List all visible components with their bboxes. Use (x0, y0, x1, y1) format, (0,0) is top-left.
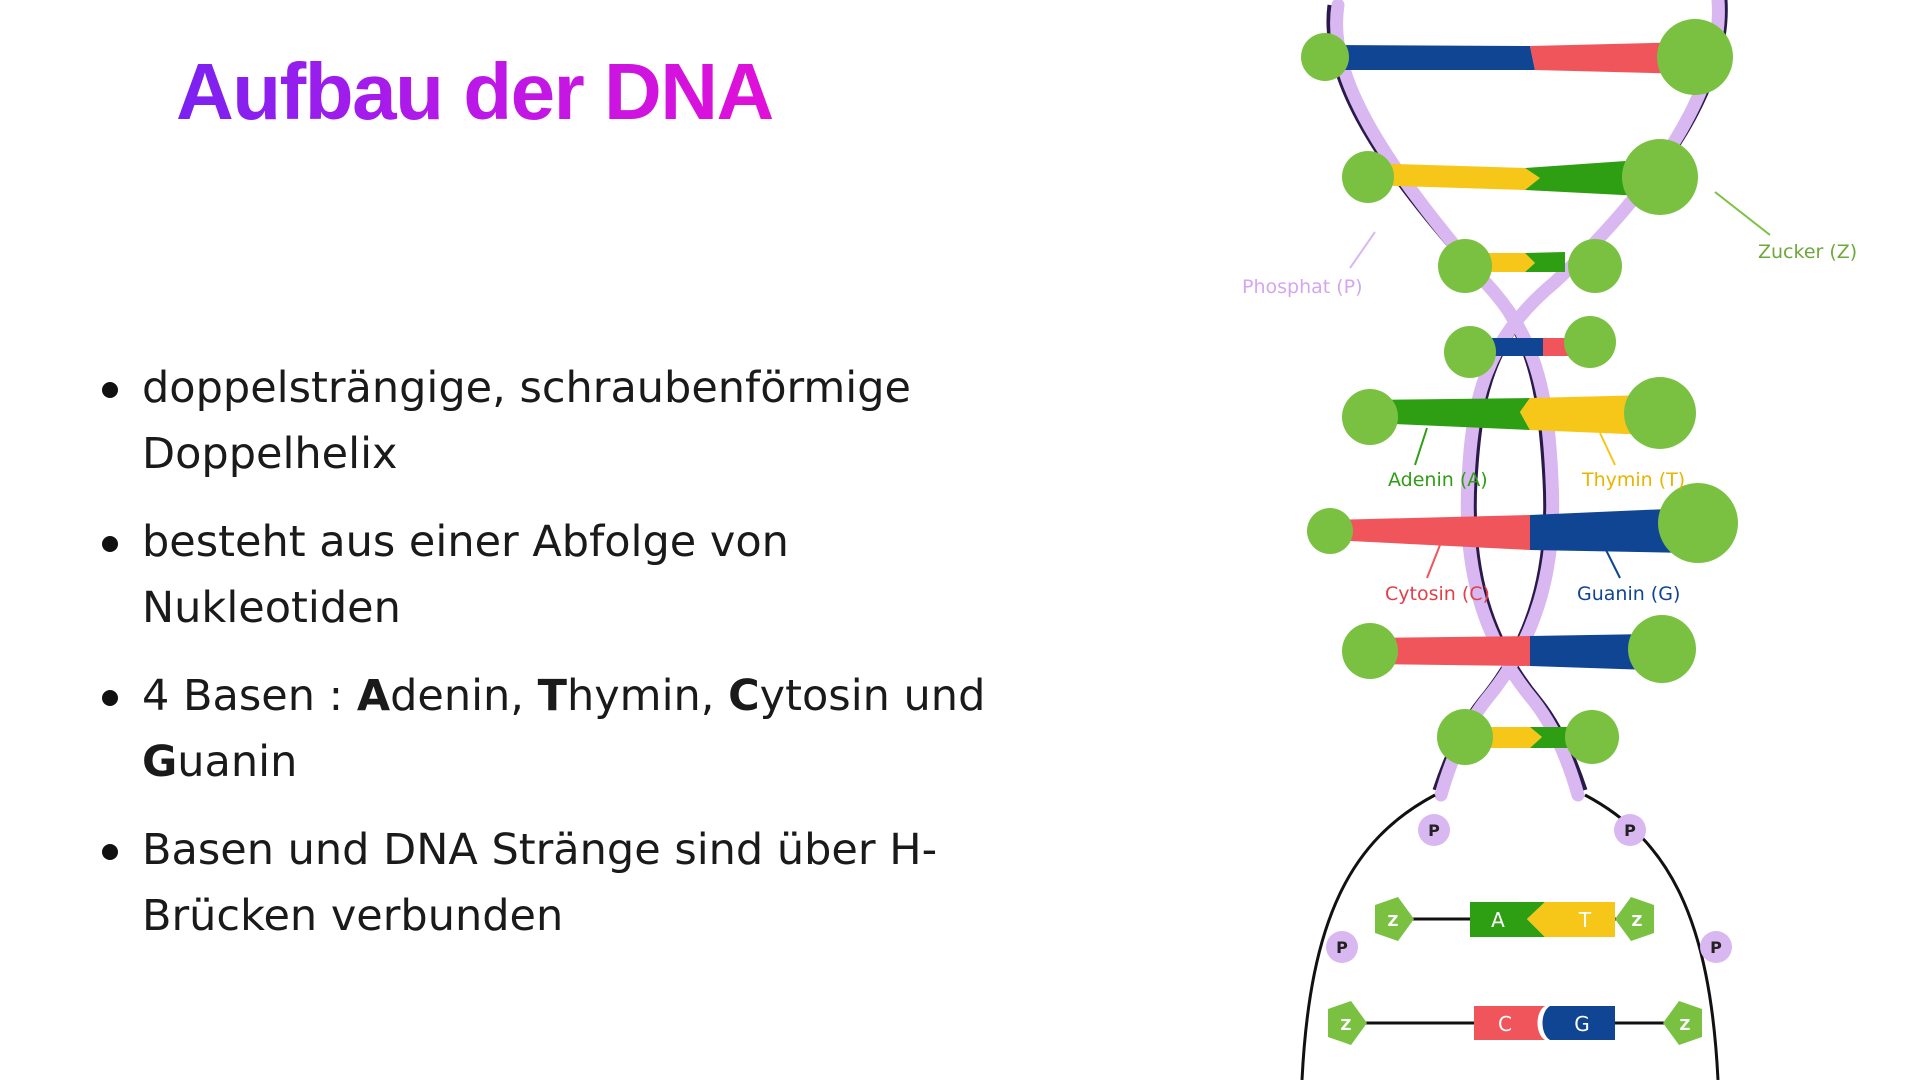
phosphate-letter: P (1710, 938, 1722, 957)
base-pair-row-8 (1488, 727, 1575, 748)
base-pair-row-6 (1330, 508, 1690, 553)
sugar-letter: Z (1341, 1016, 1352, 1034)
cytosine-label: Cytosin (C) (1385, 583, 1490, 605)
bullet-text: Basen und DNA Stränge sind über H-Brücke… (142, 825, 938, 941)
bullet-item: doppelsträngige, schraubenförmige Doppel… (96, 355, 996, 487)
bullet-text: 4 Basen : (142, 671, 357, 721)
base-pair-at: A T (1470, 902, 1615, 937)
phosphate-letter: P (1624, 821, 1636, 840)
bullet-list: doppelsträngige, schraubenförmige Doppel… (96, 355, 996, 971)
adenine-label: Adenin (A) (1388, 469, 1488, 491)
base-pair-row-2 (1365, 160, 1642, 196)
page-title: Aufbau der DNA (176, 47, 774, 136)
guanine-label: Guanin (G) (1577, 583, 1680, 605)
adenine-letter: A (1491, 908, 1505, 932)
sugar-pentagon: Z (1615, 897, 1654, 941)
bullet-text: besteht aus einer Abfolge von Nukleotide… (142, 517, 789, 633)
base-pair-row-7 (1370, 634, 1650, 670)
sugar-letter: Z (1632, 912, 1643, 930)
bullet-item: besteht aus einer Abfolge von Nukleotide… (96, 509, 996, 641)
thymine-label: Thymin (T) (1581, 469, 1685, 491)
phosphate-dot: P (1614, 814, 1646, 846)
bullet-text: denin, (390, 671, 538, 721)
sugar-pentagon: Z (1663, 1001, 1702, 1045)
phosphate-dot: P (1700, 931, 1732, 963)
sugar-pentagon: Z (1375, 897, 1414, 941)
thymine-letter: T (1578, 908, 1592, 932)
phosphate-label: Phosphat (P) (1242, 276, 1363, 298)
sugar-circles (1301, 19, 1738, 765)
base-initial: C (728, 671, 760, 721)
bullet-text: uanin (177, 737, 298, 787)
sugar-letter: Z (1680, 1016, 1691, 1034)
base-pair-row-1 (1330, 42, 1692, 74)
base-initial: A (356, 671, 391, 721)
phosphate-dot: P (1418, 814, 1450, 846)
sugar-pentagon: Z (1328, 1001, 1367, 1045)
guanine-letter: G (1574, 1012, 1590, 1036)
base-initial: T (537, 671, 567, 721)
bullet-item: 4 Basen : Adenin, Thymin, Cytosin und Gu… (96, 663, 996, 795)
unwound-strand-lines (1300, 793, 1720, 1080)
bullet-text: hymin, (566, 671, 729, 721)
phosphate-dot: P (1326, 931, 1358, 963)
sugar-letter: Z (1388, 912, 1399, 930)
base-initial: G (142, 737, 178, 787)
bullet-text: ytosin und (759, 671, 986, 721)
dna-double-helix-diagram: Phosphat (P) Zucker (Z) Adenin (A) Thymi… (1242, 0, 1857, 1080)
bullet-text: doppelsträngige, schraubenförmige Doppel… (142, 363, 912, 479)
label-leaders (1349, 191, 1771, 579)
cytosine-letter: C (1498, 1012, 1512, 1036)
phosphate-letter: P (1428, 821, 1440, 840)
base-pair-row-5 (1370, 395, 1650, 435)
base-pair-cg: C G (1474, 1006, 1615, 1040)
base-pair-row-4 (1488, 338, 1575, 356)
phosphate-letter: P (1336, 938, 1348, 957)
sugar-label: Zucker (Z) (1758, 241, 1857, 263)
bullet-item: Basen und DNA Stränge sind über H-Brücke… (96, 817, 996, 949)
